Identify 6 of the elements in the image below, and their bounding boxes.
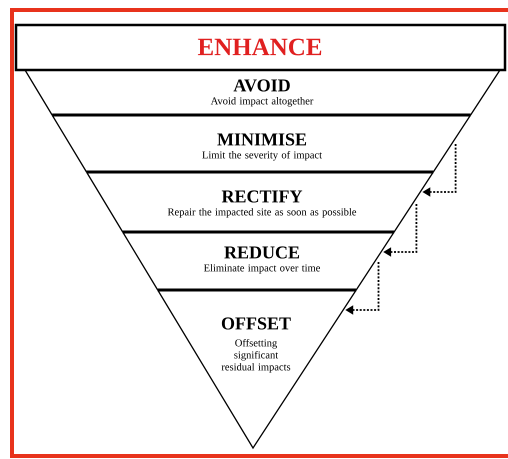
hierarchy-band: MINIMISE Limit the severity of impact (51, 114, 472, 174)
hierarchy-band: AVOID Avoid impact altogether (24, 69, 501, 116)
hierarchy-band: OFFSET Offsetting significant residual impacts (157, 290, 357, 450)
title-box: ENHANCE (14, 24, 506, 72)
hierarchy-band: REDUCE Eliminate impact over time (122, 231, 395, 292)
hierarchy-band: RECTIFY Repair the impacted site as soon as possible (86, 171, 434, 234)
